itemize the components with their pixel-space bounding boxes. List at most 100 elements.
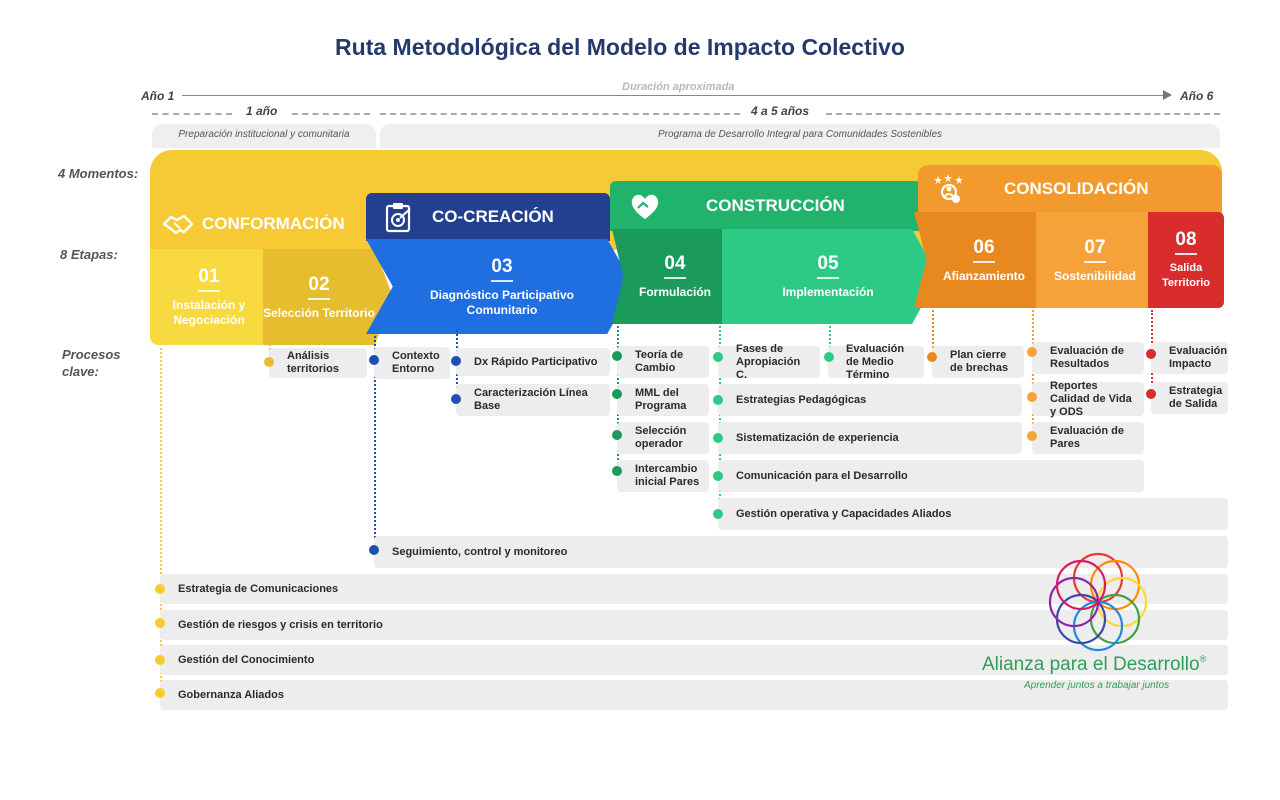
- timeline-seg1: 1 año: [246, 104, 278, 118]
- proc-estrategia-salida: Estrategia de Salida: [1151, 382, 1228, 414]
- award-person-icon: [932, 173, 966, 205]
- proc-reportes: Reportes Calidad de Vida y ODS: [1032, 379, 1144, 418]
- proc-sistematizacion-label: Sistematización de experiencia: [736, 431, 899, 444]
- proc-plan-cierre: Plan cierre de brechas: [932, 346, 1024, 378]
- momento-conformacion-label: CONFORMACIÓN: [202, 214, 345, 233]
- stage-04: 04 Formulación: [624, 229, 726, 324]
- stage-03-number: 03: [491, 256, 513, 282]
- momentos-label: 4 Momentos:: [58, 166, 139, 181]
- stage-06-bg: [914, 212, 1040, 308]
- line-06: [932, 310, 934, 356]
- procesos-label-2: clave:: [62, 364, 99, 379]
- brand-name: Alianza para el Desarrollo®: [982, 654, 1206, 676]
- stage-05-name: Implementación: [782, 285, 874, 299]
- handshake-icon: [162, 210, 194, 238]
- proc-contexto-label: Contexto Entorno: [392, 350, 440, 375]
- stage-01: 01 Instalación y Negociación: [150, 249, 268, 345]
- stage-08-name: Salida Territorio: [1161, 262, 1211, 289]
- dot-analisis: [264, 357, 274, 367]
- stage-08: 08 Salida Territorio: [1148, 212, 1224, 308]
- seg2-dash-left: [380, 113, 740, 115]
- proc-plan-cierre-label: Plan cierre de brechas: [950, 349, 1009, 374]
- dot-comunicacion: [713, 471, 723, 481]
- proc-eval-impacto-label: Evaluación Impacto: [1169, 345, 1228, 370]
- proc-reportes-label: Reportes Calidad de Vida y ODS: [1050, 379, 1132, 418]
- dot-eval-pares: [1027, 431, 1037, 441]
- proc-eval-resultados-label: Evaluación de Resultados: [1050, 345, 1124, 370]
- heart-hand-icon: [628, 190, 662, 222]
- stage-05: 05 Implementación: [722, 229, 934, 324]
- clipboard-target-icon: [384, 201, 414, 233]
- proc-sistematizacion: Sistematización de experiencia: [718, 422, 1022, 454]
- brand-reg: ®: [1199, 654, 1207, 664]
- stage-02-number: 02: [308, 274, 330, 300]
- stage-07-bg: [1036, 212, 1150, 308]
- proc-riesgos-label: Gestión de riesgos y crisis en territori…: [178, 618, 383, 631]
- brand-tagline: Aprender juntos a trabajar juntos: [1024, 680, 1170, 691]
- stage-03-name: Diagnóstico Participativo Comunitario: [429, 287, 575, 317]
- proc-gestion-op: Gestión operativa y Capacidades Aliados: [718, 498, 1228, 530]
- stage-01-name: Instalación y Negociación: [172, 298, 246, 327]
- dot-riesgos: [155, 618, 165, 628]
- dot-eval-impacto: [1146, 349, 1156, 359]
- stage-07-name: Sostenibilidad: [1053, 268, 1136, 283]
- momento-construccion-label: CONSTRUCCIÓN: [706, 196, 845, 215]
- stage-01-bg: [150, 249, 268, 345]
- proc-gestion-op-label: Gestión operativa y Capacidades Aliados: [736, 507, 952, 520]
- proc-estrategias-label: Estrategias Pedagógicas: [736, 393, 867, 406]
- timeline-axis: [182, 95, 1167, 96]
- proc-riesgos: Gestión de riesgos y crisis en territori…: [160, 610, 1228, 640]
- alianza-logo-icon: [1042, 546, 1154, 658]
- proc-estrategia-salida-label: Estrategia de Salida: [1169, 385, 1223, 410]
- stage-06-name: Afianzamiento: [942, 268, 1025, 283]
- dot-eval-medio: [824, 352, 834, 362]
- dot-gestion-op: [713, 509, 723, 519]
- proc-caracterizacion: Caracterización Línea Base: [456, 384, 610, 416]
- dot-contexto: [369, 355, 379, 365]
- stage-04-name: Formulación: [638, 285, 711, 299]
- stage-04-number: 04: [664, 253, 686, 279]
- brand-name-text: Alianza para el Desarrollo: [982, 654, 1200, 675]
- momento-cocreacion: CO-CREACIÓN: [366, 193, 610, 241]
- line-conformacion: [160, 348, 162, 694]
- proc-fases-label: Fases de Apropiación C.: [736, 342, 801, 381]
- proc-seguimiento-label: Seguimiento, control y monitoreo: [392, 545, 568, 558]
- stage-08-bg: [1148, 212, 1224, 308]
- momento-conformacion: CONFORMACIÓN: [162, 207, 345, 241]
- proc-contexto: Contexto Entorno: [374, 347, 450, 379]
- proc-teoria: Teoría de Cambio: [617, 346, 709, 378]
- dot-caracterizacion: [451, 394, 461, 404]
- proc-eval-pares: Evaluación de Pares: [1032, 422, 1144, 454]
- seg1-dash-right: [292, 113, 370, 115]
- line-03a: [374, 336, 376, 550]
- stage-06: 06 Afianzamiento: [930, 212, 1038, 308]
- proc-seleccion-op-label: Selección operador: [635, 425, 687, 450]
- timeline-start: Año 1: [141, 89, 175, 103]
- proc-eval-impacto: Evaluación Impacto: [1151, 342, 1228, 374]
- proc-intercambio-label: Intercambio inicial Pares: [635, 463, 700, 488]
- momento-consolidacion: CONSOLIDACIÓN: [918, 165, 1222, 213]
- proc-conocimiento-label: Gestión del Conocimiento: [178, 653, 315, 666]
- dot-mml: [612, 389, 622, 399]
- procesos-label-1: Procesos: [62, 347, 121, 362]
- stage-05-number: 05: [817, 253, 839, 279]
- proc-mml-label: MML del Programa: [635, 387, 687, 412]
- dot-estrategia-com: [155, 584, 165, 594]
- proc-eval-pares-label: Evaluación de Pares: [1050, 425, 1124, 450]
- stage-02-name: Selección Territorio: [263, 305, 375, 320]
- momento-construccion: CONSTRUCCIÓN: [610, 181, 922, 231]
- proc-intercambio: Intercambio inicial Pares: [617, 460, 709, 492]
- stage-07: 07 Sostenibilidad: [1036, 212, 1154, 308]
- stage-03: 03 Diagnóstico Participativo Comunitario: [396, 239, 608, 334]
- program-note: Programa de Desarrollo Integral para Com…: [380, 124, 1220, 148]
- proc-seguimiento: Seguimiento, control y monitoreo: [374, 536, 1228, 568]
- proc-teoria-label: Teoría de Cambio: [635, 349, 684, 374]
- proc-fases: Fases de Apropiación C.: [718, 343, 820, 381]
- momento-consolidacion-label: CONSOLIDACIÓN: [1004, 179, 1149, 198]
- stage-03-bg: [366, 239, 634, 334]
- proc-eval-medio: Evaluación de Medio Término: [828, 343, 924, 381]
- dot-sistematizacion: [713, 433, 723, 443]
- proc-dx-label: Dx Rápido Participativo: [474, 355, 598, 368]
- proc-gobernanza-label: Gobernanza Aliados: [178, 688, 284, 701]
- proc-comunicacion-label: Comunicación para el Desarrollo: [736, 469, 908, 482]
